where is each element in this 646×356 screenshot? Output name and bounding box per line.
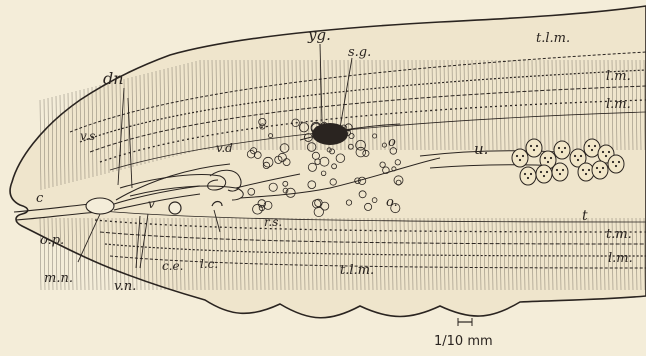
testis-nucleus xyxy=(556,169,558,171)
testis-nucleus xyxy=(527,177,529,179)
label-c: c xyxy=(36,191,44,206)
testis-nucleus xyxy=(522,155,524,157)
label-lm-3: l.m. xyxy=(608,251,633,266)
testis xyxy=(578,163,594,181)
label-ce: c.e. xyxy=(162,259,183,273)
testis-nucleus xyxy=(608,151,610,153)
testis-nucleus xyxy=(562,169,564,171)
testis-nucleus xyxy=(585,173,587,175)
testis-nucleus xyxy=(540,171,542,173)
testis-nucleus xyxy=(561,151,563,153)
label-t: t xyxy=(582,208,588,224)
testis-nucleus xyxy=(550,157,552,159)
testis-nucleus xyxy=(594,145,596,147)
label-mn: m.n. xyxy=(44,271,73,286)
testis-nucleus xyxy=(591,149,593,151)
testis-nucleus xyxy=(618,161,620,163)
testis-nucleus xyxy=(602,151,604,153)
label-rs: r.s. xyxy=(264,215,282,229)
testis-nucleus xyxy=(615,165,617,167)
label-v: v xyxy=(148,197,155,211)
testis-nucleus xyxy=(577,159,579,161)
label-u: u. xyxy=(474,140,488,158)
label-op: o.p. xyxy=(40,233,64,248)
label-sg: s.g. xyxy=(348,45,371,60)
testis-nucleus xyxy=(602,167,604,169)
label-o-upper: o xyxy=(388,135,396,150)
label-tlm-top: t.l.m. xyxy=(536,31,570,46)
testis-nucleus xyxy=(599,171,601,173)
testis-nucleus xyxy=(530,173,532,175)
testis-nucleus xyxy=(580,155,582,157)
testis-nucleus xyxy=(605,155,607,157)
testis-nucleus xyxy=(547,161,549,163)
testis xyxy=(554,141,570,159)
label-lc: l.c. xyxy=(200,257,218,271)
label-o-lower: o. xyxy=(386,195,398,210)
testis-nucleus xyxy=(516,155,518,157)
label-lm-2: l.m. xyxy=(606,97,631,112)
label-vs: v.s xyxy=(80,129,95,143)
testis-nucleus xyxy=(558,147,560,149)
testis-nucleus xyxy=(582,169,584,171)
testis xyxy=(512,149,528,167)
testis-nucleus xyxy=(588,145,590,147)
testis-nucleus xyxy=(559,173,561,175)
label-dn: dn xyxy=(103,69,124,88)
scale-bar: 1/10 mm xyxy=(434,318,493,349)
testis-nucleus xyxy=(536,145,538,147)
testis xyxy=(526,139,542,157)
testis-nucleus xyxy=(564,147,566,149)
scale-bar-label: 1/10 mm xyxy=(434,334,493,349)
testis xyxy=(552,163,568,181)
testis-nucleus xyxy=(530,145,532,147)
yolk-gland xyxy=(312,123,348,145)
testis-nucleus xyxy=(543,175,545,177)
testis xyxy=(592,161,608,179)
testis-nucleus xyxy=(588,169,590,171)
testis-nucleus xyxy=(533,149,535,151)
testis xyxy=(520,167,536,185)
testis-nucleus xyxy=(524,173,526,175)
testis-nucleus xyxy=(612,161,614,163)
testis xyxy=(536,165,552,183)
label-tm: t.m. xyxy=(606,227,632,242)
label-vd: v.d xyxy=(216,141,233,155)
testis-nucleus xyxy=(596,167,598,169)
label-lm-1: l.m. xyxy=(606,69,631,84)
label-yg: yg. xyxy=(307,26,331,44)
testis-nucleus xyxy=(546,171,548,173)
testis-nucleus xyxy=(544,157,546,159)
testis xyxy=(608,155,624,173)
label-vn: v.n. xyxy=(114,279,136,294)
label-tlm-bottom: t.l.m. xyxy=(340,263,374,278)
ce-organ xyxy=(169,202,181,214)
testis-nucleus xyxy=(574,155,576,157)
testis-nucleus xyxy=(519,159,521,161)
